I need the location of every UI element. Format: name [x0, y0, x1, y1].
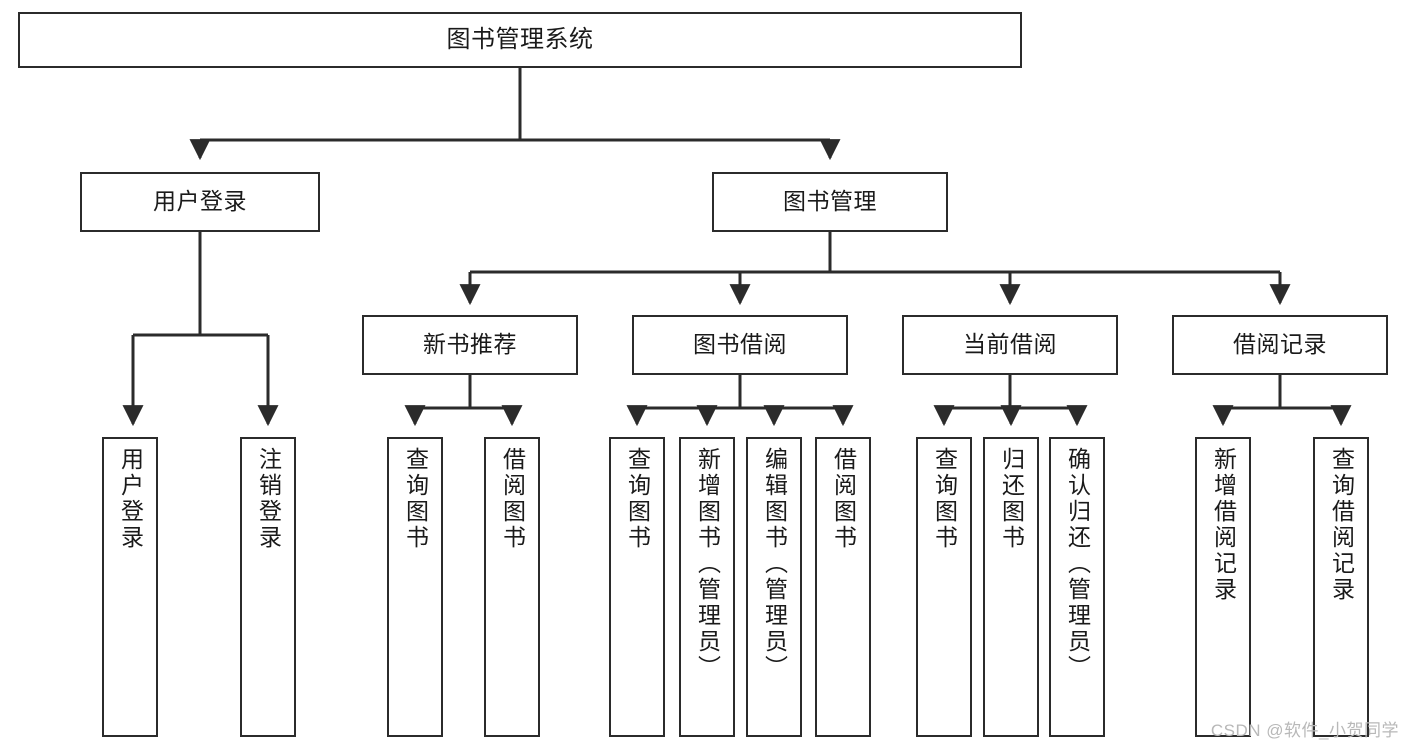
node-label-leaf-edit-book: 编辑图书（管理员）: [761, 447, 788, 681]
node-leaf-query-book-3[interactable]: 查询图书: [916, 437, 972, 737]
node-label-book-management: 图书管理: [783, 188, 877, 215]
node-root-system[interactable]: 图书管理系统: [18, 12, 1022, 68]
node-label-leaf-user-login: 用户登录: [117, 447, 144, 551]
node-leaf-query-book-2[interactable]: 查询图书: [609, 437, 665, 737]
node-leaf-query-record[interactable]: 查询借阅记录: [1313, 437, 1369, 737]
node-leaf-return-book[interactable]: 归还图书: [983, 437, 1039, 737]
node-label-new-book-recommend: 新书推荐: [423, 331, 517, 358]
node-label-leaf-borrow-book-1: 借阅图书: [499, 447, 526, 551]
node-label-user-login: 用户登录: [153, 188, 247, 215]
node-current-borrow[interactable]: 当前借阅: [902, 315, 1118, 375]
node-book-borrow[interactable]: 图书借阅: [632, 315, 848, 375]
node-label-current-borrow: 当前借阅: [963, 331, 1057, 358]
node-leaf-user-login[interactable]: 用户登录: [102, 437, 158, 737]
node-label-book-borrow: 图书借阅: [693, 331, 787, 358]
node-label-leaf-confirm-return: 确认归还（管理员）: [1064, 447, 1091, 681]
node-label-leaf-logout: 注销登录: [255, 447, 282, 551]
node-label-leaf-query-record: 查询借阅记录: [1328, 447, 1355, 603]
node-label-leaf-return-book: 归还图书: [998, 447, 1025, 551]
node-label-leaf-query-book-1: 查询图书: [402, 447, 429, 551]
node-leaf-add-book[interactable]: 新增图书（管理员）: [679, 437, 735, 737]
node-leaf-edit-book[interactable]: 编辑图书（管理员）: [746, 437, 802, 737]
node-label-leaf-borrow-book-2: 借阅图书: [830, 447, 857, 551]
node-book-management[interactable]: 图书管理: [712, 172, 948, 232]
node-leaf-add-record[interactable]: 新增借阅记录: [1195, 437, 1251, 737]
node-leaf-logout[interactable]: 注销登录: [240, 437, 296, 737]
node-leaf-confirm-return[interactable]: 确认归还（管理员）: [1049, 437, 1105, 737]
node-leaf-borrow-book-2[interactable]: 借阅图书: [815, 437, 871, 737]
node-label-borrow-record: 借阅记录: [1233, 331, 1327, 358]
node-borrow-record[interactable]: 借阅记录: [1172, 315, 1388, 375]
node-user-login[interactable]: 用户登录: [80, 172, 320, 232]
node-label-leaf-query-book-3: 查询图书: [931, 447, 958, 551]
node-label-root: 图书管理系统: [446, 25, 594, 53]
node-label-leaf-add-book: 新增图书（管理员）: [694, 447, 721, 681]
node-leaf-borrow-book-1[interactable]: 借阅图书: [484, 437, 540, 737]
node-label-leaf-add-record: 新增借阅记录: [1210, 447, 1237, 603]
node-label-leaf-query-book-2: 查询图书: [624, 447, 651, 551]
csdn-watermark: CSDN @软件_小贺同学: [1210, 721, 1399, 740]
node-new-book-recommend[interactable]: 新书推荐: [362, 315, 578, 375]
node-leaf-query-book-1[interactable]: 查询图书: [387, 437, 443, 737]
